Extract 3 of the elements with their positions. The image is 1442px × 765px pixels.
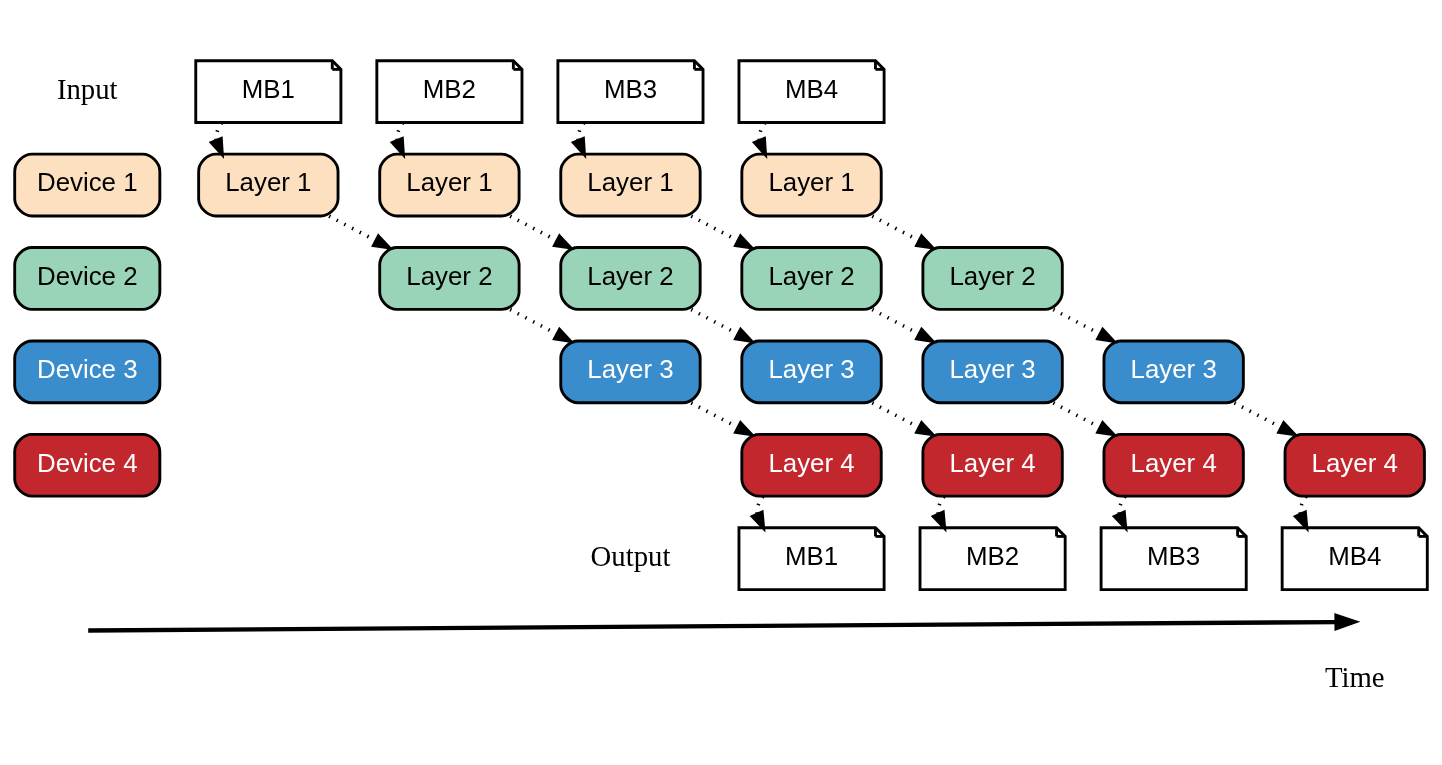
label: Output: [590, 539, 671, 572]
label: Input: [56, 72, 118, 105]
label: Time: [1324, 660, 1385, 693]
